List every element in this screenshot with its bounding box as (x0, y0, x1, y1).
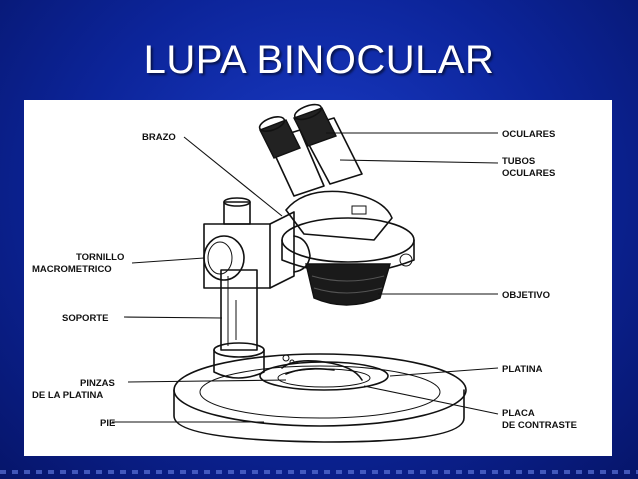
label-tornillo-line1: TORNILLO (76, 252, 124, 263)
support-column (220, 269, 258, 351)
arm-block (203, 197, 311, 289)
label-tubos-line2: OCULARES (502, 168, 555, 179)
label-placa-line1: PLACA (502, 408, 535, 419)
objective-lens (305, 263, 391, 306)
stage-platina (259, 354, 389, 391)
base-pie (173, 353, 467, 443)
slide-title: LUPA BINOCULAR (143, 38, 495, 82)
leader-lines (112, 132, 499, 423)
label-placa-line2: DE CONTRASTE (502, 420, 577, 431)
label-pie: PIE (100, 418, 115, 429)
label-tubos-line1: TUBOS (502, 156, 535, 167)
diagram-panel: BRAZO TORNILLO MACROMETRICO SOPORTE PINZ… (24, 100, 612, 456)
eyepieces (258, 103, 337, 159)
label-platina: PLATINA (502, 364, 543, 375)
label-pinzas-line2: DE LA PLATINA (32, 390, 103, 401)
label-soporte: SOPORTE (62, 313, 108, 324)
label-tornillo-line2: MACROMETRICO (32, 264, 112, 275)
footer-decoration (0, 470, 638, 474)
label-oculares: OCULARES (502, 129, 555, 140)
label-pinzas-line1: PINZAS (80, 378, 115, 389)
label-brazo: BRAZO (142, 132, 176, 143)
focus-knob (203, 235, 245, 281)
microscope-diagram: BRAZO TORNILLO MACROMETRICO SOPORTE PINZ… (32, 103, 577, 443)
label-objetivo: OBJETIVO (502, 290, 550, 301)
column-base (213, 342, 265, 379)
microscope-head (281, 190, 415, 274)
